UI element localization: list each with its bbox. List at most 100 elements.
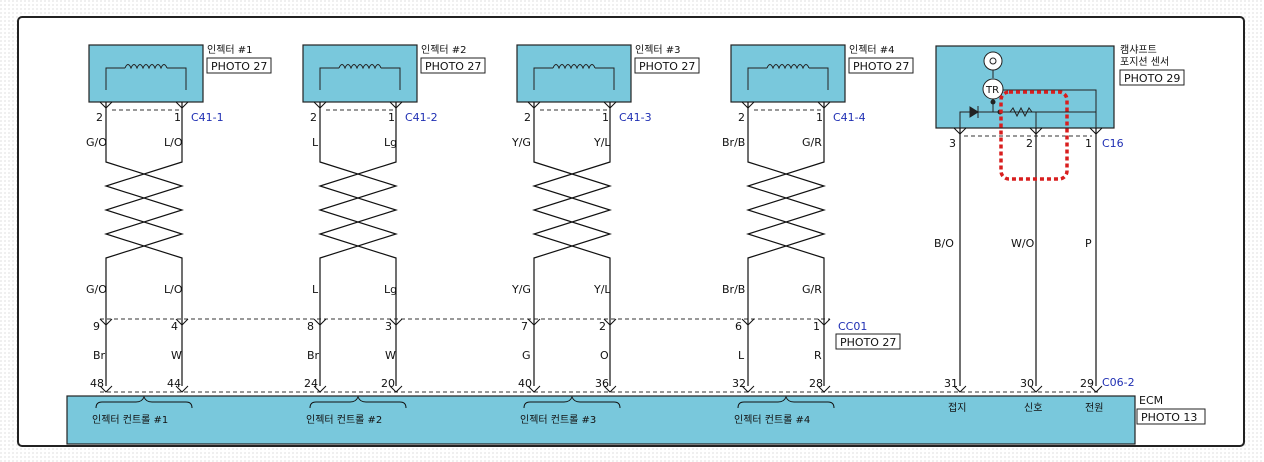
injector-4-pin-right: 1 (816, 111, 823, 124)
cam-sensor-pin-1: 1 (1085, 137, 1092, 150)
injector-2-cc-pin-right: 3 (385, 320, 392, 333)
ecm-signal-label: 신호 (1024, 402, 1042, 414)
cam-sensor-pin-2: 2 (1026, 137, 1033, 150)
injector-3-ecm-brace (523, 395, 621, 409)
injector-3-ecm-label: 인젝터 컨트롤 #3 (520, 414, 596, 426)
injector-2-ecm-pin-left: 24 (304, 377, 318, 390)
cam-sensor-photo: PHOTO 29 (1124, 72, 1180, 85)
injector-3-connector-marks (527, 101, 617, 393)
injector-4-coil-leads (747, 67, 829, 90)
injector-1-wire-mid-left: G/O (86, 283, 107, 296)
injector-2-ecm-brace (309, 395, 407, 409)
injector-4-cc-pin-right: 1 (813, 320, 820, 333)
injector-3-twisted-wires (532, 102, 612, 386)
injector-2-coil-icon (338, 64, 382, 70)
injector-3-pin-right: 1 (602, 111, 609, 124)
injector-1-ecm-label: 인젝터 컨트롤 #1 (92, 414, 168, 426)
injector-2-wire-mid-left: L (312, 283, 319, 296)
injector-3-photo-box (634, 57, 700, 74)
injector-4-block (730, 44, 846, 103)
cam-sensor-block (935, 45, 1115, 129)
injector-4-wire-mid-left: Br/B (722, 283, 745, 296)
injector-1-coil-icon (124, 64, 168, 70)
cam-sensor-ecm-pin-30: 30 (1020, 377, 1034, 390)
cam-sensor-wires (959, 128, 1097, 386)
ecm-label: ECM (1139, 394, 1163, 407)
injector-2-block (302, 44, 418, 103)
injector-3-wire-top-left: Y/G (511, 136, 531, 149)
injector-1-pin-right: 1 (174, 111, 181, 124)
cam-sensor-magnet-core (989, 57, 997, 65)
injector-2-name: 인젝터 #2 (421, 44, 467, 56)
injector-1-name: 인젝터 #1 (207, 44, 253, 56)
injector-3-coil-leads (533, 67, 615, 90)
cam-sensor-photo-box (1119, 69, 1185, 86)
cam-sensor-signal-wiring (992, 99, 1037, 128)
ecm-photo-label: PHOTO 13 (1141, 411, 1197, 424)
injector-1-wire-bot-right: W (171, 349, 182, 362)
ecm-photo-box (1136, 408, 1206, 425)
injector-4-circuit: 인젝터 #4 PHOTO 27 2 1 C41-4 Br/B G/R Br/B … (722, 44, 914, 426)
injector-1-pin-left: 2 (96, 111, 103, 124)
injector-1-twisted-wires (104, 102, 184, 386)
injector-4-coil-icon (766, 64, 810, 70)
injector-1-connector: C41-1 (191, 111, 224, 124)
injector-4-name: 인젝터 #4 (849, 44, 895, 56)
injector-3-circuit: 인젝터 #3 PHOTO 27 2 1 C41-3 Y/G Y/L Y/G Y/… (511, 44, 700, 426)
injector-1-coil-leads (105, 67, 187, 90)
cam-sensor-circuit: TR 캠샤프트 포지션 센서 PHOTO 29 3 2 1 C16 B/O W/… (934, 44, 1185, 414)
cc01-label: CC01 (838, 320, 867, 333)
cam-sensor-power-wiring (1003, 89, 1097, 112)
injector-3-wire-mid-right: Y/L (593, 283, 611, 296)
injector-2-photo-box (420, 57, 486, 74)
injector-4-ecm-pin-left: 32 (732, 377, 746, 390)
cam-sensor-connector-marks (953, 127, 1103, 393)
injector-3-name: 인젝터 #3 (635, 44, 681, 56)
injector-4-photo: PHOTO 27 (853, 60, 909, 73)
injector-4-twisted-wires (746, 102, 826, 386)
ecm-block (66, 395, 1136, 445)
injector-2-circuit: 인젝터 #2 PHOTO 27 2 1 C41-2 L Lg L Lg 8 3 … (302, 44, 486, 426)
injector-2-connector: C41-2 (405, 111, 438, 124)
injector-2-coil-leads (319, 67, 401, 90)
injector-3-pin-left: 2 (524, 111, 531, 124)
injector-2-connector-marks (313, 101, 403, 393)
injector-3-photo: PHOTO 27 (639, 60, 695, 73)
injector-3-wire-bot-left: G (522, 349, 531, 362)
injector-1-wire-top-left: G/O (86, 136, 107, 149)
injector-4-photo-box (848, 57, 914, 74)
injector-2-twisted-wires (318, 102, 398, 386)
cam-sensor-wire-3: P (1085, 237, 1092, 250)
cam-sensor-wire-2: W/O (1011, 237, 1035, 250)
injector-2-ecm-label: 인젝터 컨트롤 #2 (306, 414, 382, 426)
injector-2-wire-top-left: L (312, 136, 319, 149)
injector-4-wire-top-right: G/R (802, 136, 822, 149)
injector-4-wire-bot-left: L (738, 349, 745, 362)
cam-sensor-wire-1: B/O (934, 237, 954, 250)
transistor-label: TR (985, 85, 999, 96)
injector-4-ecm-pin-right: 28 (809, 377, 823, 390)
injector-4-cc-pin-left: 6 (735, 320, 742, 333)
injector-3-block (516, 44, 632, 103)
injector-3-cc-pin-right: 2 (599, 320, 606, 333)
injector-3-coil-icon (552, 64, 596, 70)
injector-2-photo: PHOTO 27 (425, 60, 481, 73)
injector-1-wire-top-right: L/O (164, 136, 183, 149)
injector-4-connector: C41-4 (833, 111, 866, 124)
ecm-ground-label: 접지 (948, 402, 966, 414)
injector-1-cc-pin-right: 4 (171, 320, 178, 333)
resistor-icon (1009, 106, 1033, 118)
injector-1-ecm-pin-right: 44 (167, 377, 181, 390)
injector-1-ecm-brace (95, 395, 193, 409)
cam-sensor-ecm-pin-31: 31 (944, 377, 958, 390)
diode-icon (969, 106, 979, 118)
highlight-marker (999, 90, 1069, 181)
injector-4-wire-mid-right: G/R (802, 283, 822, 296)
injector-3-cc-pin-left: 7 (521, 320, 528, 333)
ecm-power-label: 전원 (1085, 402, 1103, 414)
cc01-photo-box (835, 333, 901, 350)
cam-sensor-ecm-pin-29: 29 (1080, 377, 1094, 390)
cam-sensor-connector: C16 (1102, 137, 1124, 150)
